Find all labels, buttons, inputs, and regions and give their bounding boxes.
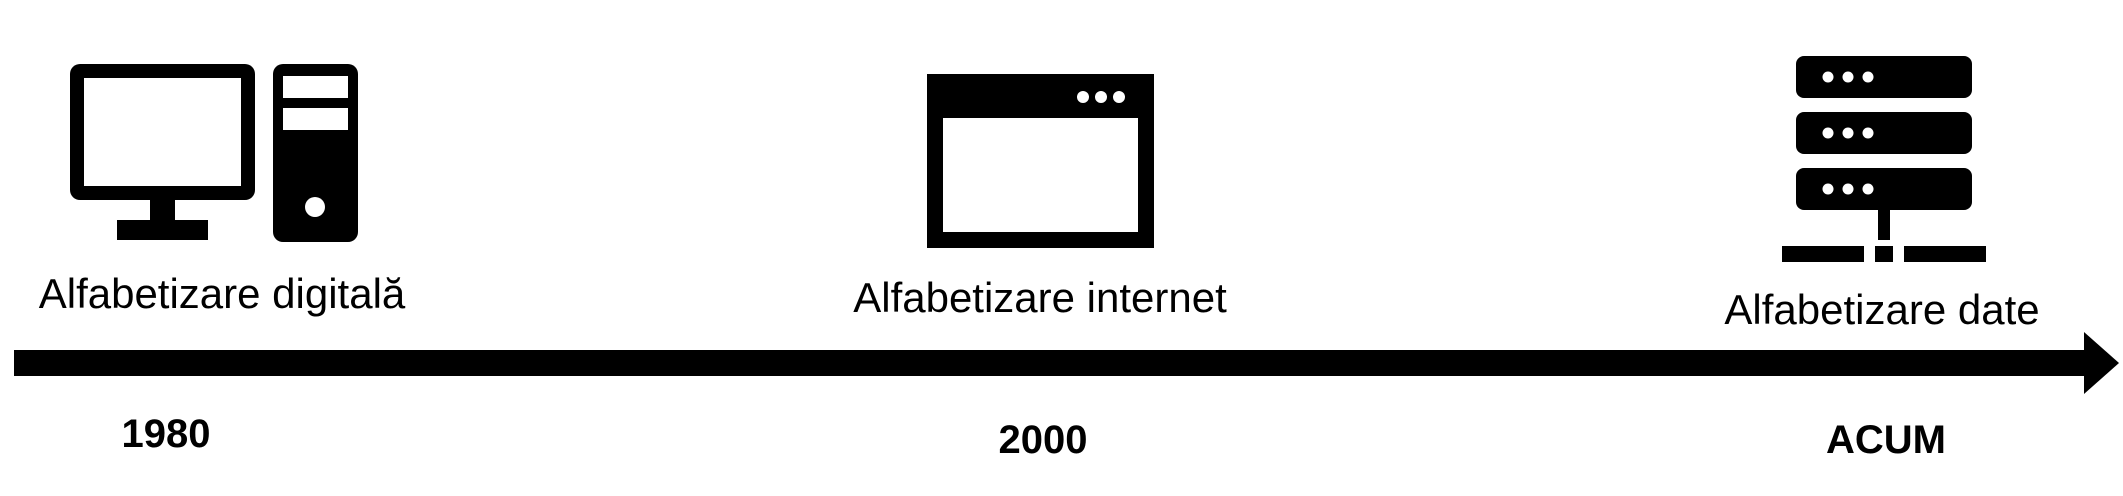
period-1980: 1980 (121, 412, 211, 456)
database-server-icon (1782, 56, 1986, 266)
period-2000: 2000 (998, 418, 1088, 462)
period-acum: ACUM (1826, 418, 1946, 462)
browser-window-icon (927, 74, 1154, 248)
timeline-arrow (14, 328, 2119, 398)
stage-label-data: Alfabetizare date (1724, 286, 2040, 333)
stage-label-internet: Alfabetizare internet (853, 274, 1227, 321)
desktop-computer-icon (70, 64, 358, 242)
stage-label-digital: Alfabetizare digitală (38, 270, 406, 317)
